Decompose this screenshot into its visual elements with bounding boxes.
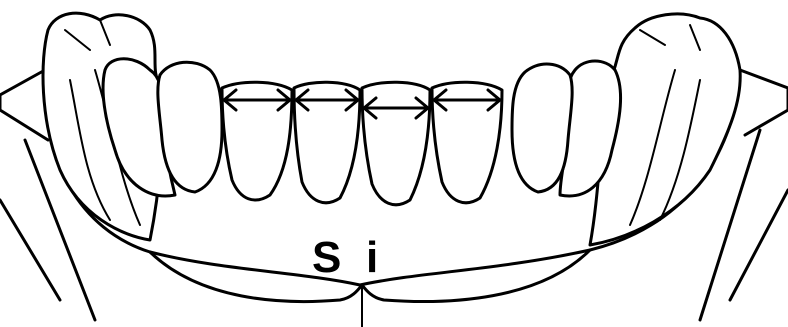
label-i: i: [366, 233, 378, 282]
label-s: S: [312, 233, 341, 282]
